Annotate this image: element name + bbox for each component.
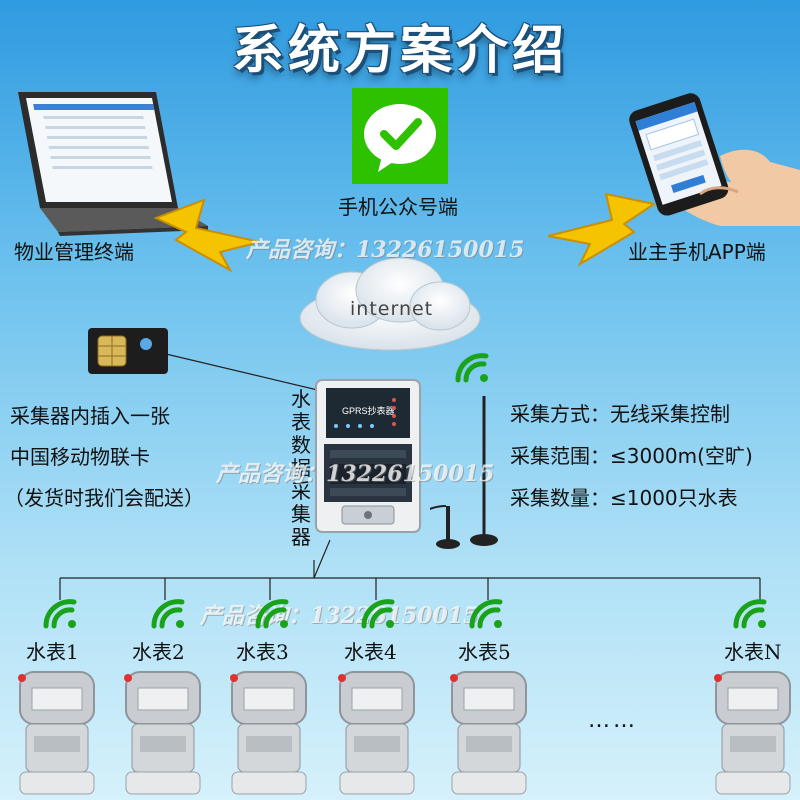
watermark: 产品咨询：13226150015 — [246, 237, 525, 263]
sim-card-icon — [88, 328, 168, 374]
ellipsis: …… — [588, 708, 638, 733]
sim-note-line-1: 采集器内插入一张 — [10, 404, 170, 428]
meter-signal-icon — [151, 599, 185, 629]
water-meter-icon — [230, 671, 307, 795]
meter-signal-icon — [733, 599, 767, 629]
app-terminal-label: 业主手机APP端 — [628, 240, 766, 264]
water-meter-icon — [450, 671, 527, 795]
lightning-left-icon — [153, 198, 261, 273]
spec-range: 采集范围：≤3000m(空旷) — [510, 444, 753, 468]
water-meter-icon — [124, 671, 201, 795]
meter-label-5: 水表5 — [458, 640, 511, 664]
collector-label: 水表数据采集器 — [291, 387, 311, 549]
water-meter-icon — [714, 671, 791, 795]
meter-label-4: 水表4 — [344, 640, 397, 664]
water-meter-icon — [338, 671, 415, 795]
internet-label: internet — [350, 298, 434, 320]
page-title: 系统方案介绍 — [231, 21, 568, 81]
collector-signal-icon — [455, 353, 489, 383]
phone-hand-icon — [629, 93, 800, 226]
meter-label-1: 水表1 — [26, 640, 79, 664]
watermark: 产品咨询：13226150015 — [216, 461, 495, 487]
meter-signal-icon — [255, 599, 289, 629]
watermark: 产品咨询：13226150015 — [200, 603, 479, 629]
spec-count: 采集数量：≤1000只水表 — [510, 486, 738, 510]
meter-signal-icon — [361, 599, 395, 629]
sim-note-line-3: （发货时我们会配送） — [4, 486, 204, 510]
svg-text:GPRS抄表器: GPRS抄表器 — [342, 405, 395, 416]
water-meter-icon — [18, 671, 95, 795]
wechat-logo-icon — [352, 88, 448, 184]
meter-signal-icon — [43, 599, 77, 629]
property-terminal-label: 物业管理终端 — [14, 240, 134, 264]
data-collector-device: GPRS抄表器 — [315, 379, 421, 533]
lightning-right-icon — [547, 192, 657, 267]
meter-label-3: 水表3 — [236, 640, 289, 664]
sim-note-line-2: 中国移动物联卡 — [10, 445, 150, 469]
internet-cloud-icon — [299, 257, 481, 351]
laptop-icon — [18, 92, 208, 236]
meter-signal-icon — [469, 599, 503, 629]
meter-label-2: 水表2 — [132, 640, 185, 664]
spec-method: 采集方式：无线采集控制 — [510, 402, 730, 426]
wechat-terminal-label: 手机公众号端 — [338, 195, 458, 219]
antenna-icon — [430, 396, 498, 549]
meter-label-n: 水表N — [724, 640, 782, 664]
